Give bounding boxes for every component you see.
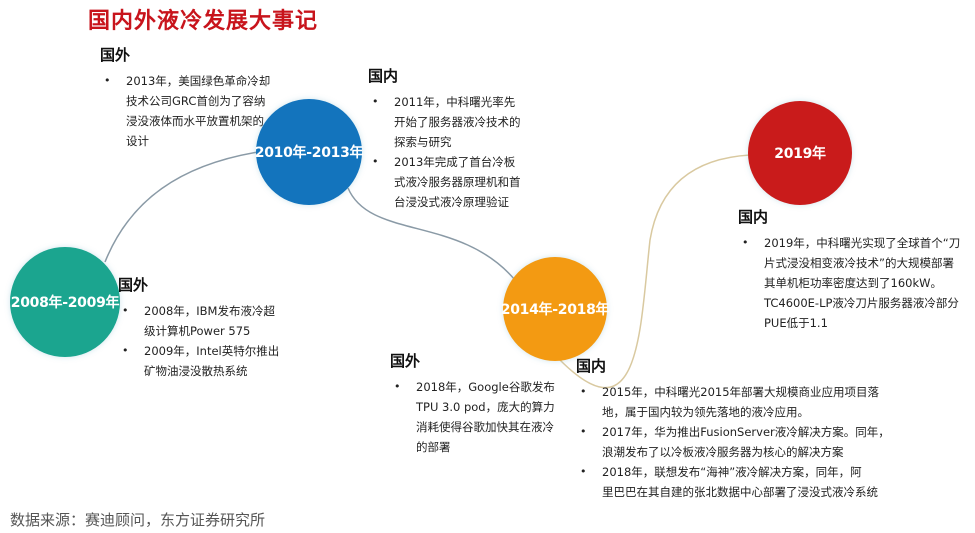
period-circle-2019: 2019年	[748, 101, 852, 205]
event-item: 2015年，中科曙光2015年部署大规模商业应用项目落 地，属于国内较为领先落地…	[576, 382, 906, 422]
block-2010-overseas: 国外 2013年，美国绿色革命冷却 技术公司GRC首创为了容纳 浸没液体而水平放…	[100, 44, 300, 151]
block-2010-domestic: 国内 2011年，中科曙光率先 开始了服务器液冷技术的 探索与研究 2013年完…	[368, 65, 568, 212]
section-heading: 国内	[576, 357, 607, 375]
period-circle-2008-2009: 2008年-2009年	[10, 247, 120, 357]
page-title: 国内外液冷发展大事记	[88, 9, 319, 34]
curve-2010-to-2014	[347, 187, 516, 281]
section-heading: 国内	[738, 208, 769, 226]
event-item: 2018年，Google谷歌发布 TPU 3.0 pod，庞大的算力 消耗使得谷…	[390, 377, 580, 457]
block-2008-overseas: 国外 2008年，IBM发布液冷超 级计算机Power 575 2009年，In…	[118, 274, 318, 381]
event-item: 2017年，华为推出FusionServer液冷解决方案。同年， 浪潮发布了以冷…	[576, 422, 906, 462]
section-heading: 国外	[100, 46, 131, 64]
event-item: 2008年，IBM发布液冷超 级计算机Power 575	[118, 301, 318, 341]
block-2014-domestic: 国内 2015年，中科曙光2015年部署大规模商业应用项目落 地，属于国内较为领…	[576, 355, 906, 502]
period-circle-2014-2018: 2014年-2018年	[500, 257, 610, 361]
section-heading: 国外	[118, 276, 149, 294]
block-2014-overseas: 国外 2018年，Google谷歌发布 TPU 3.0 pod，庞大的算力 消耗…	[390, 350, 580, 457]
source-note: 数据来源：赛迪顾问，东方证券研究所	[10, 511, 266, 529]
block-2019-domestic: 国内 2019年，中科曙光实现了全球首个“刀 片式浸没相变液冷技术”的大规模部署…	[738, 206, 975, 333]
curve-2008-to-2010	[104, 151, 259, 263]
event-item: 2013年，美国绿色革命冷却 技术公司GRC首创为了容纳 浸没液体而水平放置机架…	[100, 71, 300, 151]
section-heading: 国外	[390, 352, 421, 370]
event-item: 2011年，中科曙光率先 开始了服务器液冷技术的 探索与研究	[368, 92, 568, 152]
event-item: 2019年，中科曙光实现了全球首个“刀 片式浸没相变液冷技术”的大规模部署 其单…	[738, 233, 975, 333]
event-item: 2009年，Intel英特尔推出 矿物油浸没散热系统	[118, 341, 318, 381]
event-item: 2013年完成了首台冷板 式液冷服务器原理机和首 台浸没式液冷原理验证	[368, 152, 568, 212]
section-heading: 国内	[368, 67, 399, 85]
period-label: 2014年-2018年	[500, 302, 610, 318]
event-item: 2018年，联想发布“海神”液冷解决方案，同年，阿 里巴巴在其自建的张北数据中心…	[576, 462, 906, 502]
period-label: 2019年	[774, 146, 826, 162]
period-label: 2008年-2009年	[10, 295, 120, 311]
